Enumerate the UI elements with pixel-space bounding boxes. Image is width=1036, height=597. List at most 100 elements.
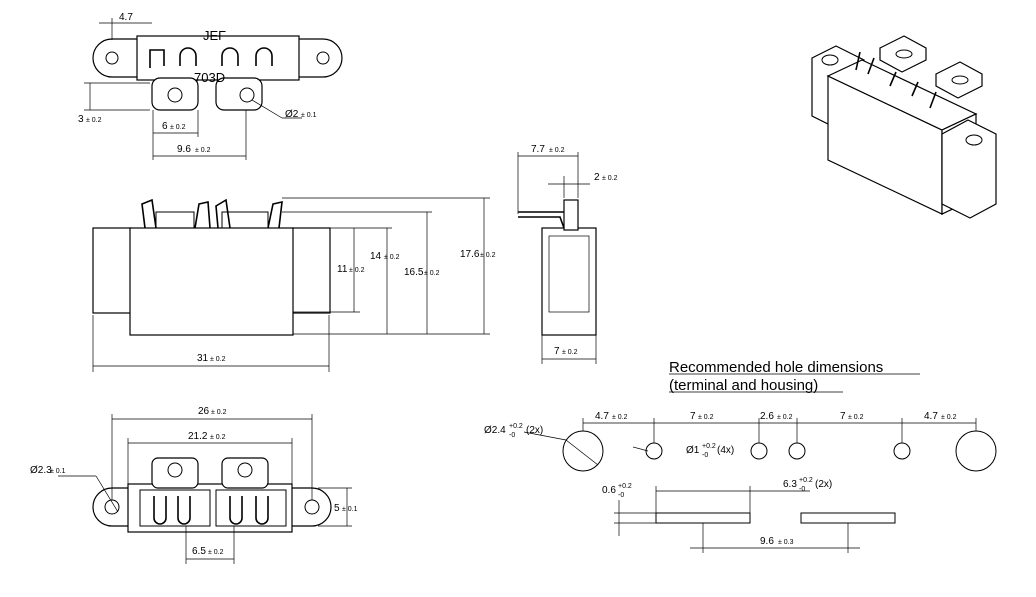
bottom-dim-5: 5 (334, 503, 340, 514)
svg-text:± 0.2: ± 0.2 (612, 414, 628, 421)
svg-text:± 0.2: ± 0.2 (86, 117, 102, 124)
svg-text:± 0.2: ± 0.2 (848, 414, 864, 421)
end-terminal (563, 199, 579, 231)
iso-top-tab-2 (935, 61, 983, 99)
svg-text:± 0.2: ± 0.2 (698, 414, 714, 421)
bottom-right-bracket (221, 457, 269, 489)
svg-text:-0: -0 (702, 452, 708, 459)
svg-text:-0: -0 (509, 432, 515, 439)
isometric-view (811, 35, 997, 219)
svg-text:± 0.2: ± 0.2 (170, 124, 186, 131)
svg-text:± 0.2: ± 0.2 (210, 434, 226, 441)
top-left-mount-hole (105, 51, 119, 65)
top-dim-6: 6 (162, 121, 168, 132)
svg-text:± 0.2: ± 0.2 (562, 349, 578, 356)
top-right-mount-hole (316, 51, 330, 65)
svg-text:± 0.2: ± 0.2 (211, 409, 227, 416)
slot-left (655, 512, 751, 524)
end-cavity (548, 235, 590, 313)
terminal-hole-1 (645, 442, 663, 460)
bottom-right-terminal-hole (237, 462, 253, 478)
terminal-hole-4 (893, 442, 911, 460)
svg-text:± 0.2: ± 0.2 (208, 549, 224, 556)
svg-text:± 0.2: ± 0.2 (384, 254, 400, 261)
svg-text:± 0.1: ± 0.1 (50, 468, 66, 475)
top-hole-diameter: Ø2 (285, 109, 299, 120)
top-dim-3: 3 (78, 114, 84, 125)
end-dim-2: 2 (594, 172, 600, 183)
svg-text:± 0.1: ± 0.1 (301, 112, 317, 119)
end-body (541, 227, 597, 336)
side-dim-14: 14 (370, 251, 382, 262)
svg-text:± 0.1: ± 0.1 (342, 506, 358, 513)
side-body (129, 227, 294, 336)
iso-clips (855, 51, 937, 109)
slot-length: 6.3 (783, 479, 797, 490)
side-right-flange (291, 227, 331, 314)
recommended-title: Recommended hole dimensions (669, 359, 883, 376)
side-dim-16.5: 16.5 (404, 267, 424, 278)
svg-text:+0.2: +0.2 (702, 443, 716, 450)
small-hole-count: (4x) (717, 445, 734, 456)
iso-top-tab-1 (879, 35, 927, 73)
bottom-dim-6.5: 6.5 (192, 546, 206, 557)
side-dim-11: 11 (337, 264, 348, 275)
clip-4 (255, 47, 273, 66)
slot-count: (2x) (815, 479, 832, 490)
big-hole-diameter: Ø2.4 (484, 425, 506, 436)
terminal-hole-2 (750, 442, 768, 460)
svg-text:-0: -0 (799, 486, 805, 493)
svg-text:± 0.3: ± 0.3 (778, 539, 794, 546)
svg-text:± 0.2: ± 0.2 (941, 414, 957, 421)
svg-text:± 0.2: ± 0.2 (549, 147, 565, 154)
big-hole-count: (2x) (526, 425, 543, 436)
side-dim-17.6: 17.6 (460, 249, 480, 260)
recommended-holes: Recommended hole dimensions (terminal an… (484, 359, 997, 553)
side-pin-4 (267, 200, 283, 229)
end-dim-7: 7 (554, 346, 560, 357)
rec-dim-3: 2.6 (760, 411, 774, 422)
bottom-left-bracket (151, 457, 199, 489)
svg-text:± 0.2: ± 0.2 (480, 252, 496, 259)
side-left-flange (92, 227, 132, 314)
side-top-plate-2 (221, 211, 269, 229)
svg-text:± 0.2: ± 0.2 (777, 414, 793, 421)
side-dim-31: 31 (197, 353, 209, 364)
side-pin-3 (215, 198, 231, 229)
rec-dim-2: 7 (690, 411, 696, 422)
small-hole-diameter: Ø1 (686, 445, 700, 456)
svg-text:+0.2: +0.2 (618, 483, 632, 490)
svg-text:± 0.2: ± 0.2 (424, 270, 440, 277)
rec-dim-1: 4.7 (595, 411, 609, 422)
svg-text:-0: -0 (618, 492, 624, 499)
bottom-dim-26: 26 (198, 406, 210, 417)
top-right-terminal-hole (239, 87, 255, 103)
svg-text:± 0.2: ± 0.2 (195, 147, 211, 154)
clip-2 (179, 47, 197, 66)
part-marking: 703D (194, 70, 225, 85)
top-view: JEF 703D 4.7 3 ± 0.2 6 ± 0.2 9.6 ± 0.2 Ø… (78, 12, 343, 160)
top-dim-9.6: 9.6 (177, 144, 191, 155)
top-left-bracket (151, 77, 199, 111)
top-dim-4.7: 4.7 (119, 12, 133, 23)
svg-text:+0.2: +0.2 (509, 423, 523, 430)
rec-dim-4: 7 (840, 411, 846, 422)
end-dim-7.7: 7.7 (531, 144, 545, 155)
side-view: 31 ± 0.2 11 ± 0.2 14 ± 0.2 16.5 ± 0.2 17… (92, 197, 496, 372)
svg-text:± 0.2: ± 0.2 (210, 356, 226, 363)
recommended-subtitle: (terminal and housing) (669, 377, 818, 394)
side-pin-1 (141, 198, 157, 229)
housing-hole-right (955, 430, 997, 472)
brand-marking: JEF (203, 28, 226, 43)
slot-width: 0.6 (602, 485, 616, 496)
rec-dim-5: 4.7 (924, 411, 938, 422)
top-right-bracket (215, 77, 263, 111)
bottom-dim-21.2: 21.2 (188, 431, 208, 442)
clip-1 (149, 49, 165, 68)
housing-hole-left (562, 430, 604, 472)
svg-text:+0.2: +0.2 (799, 477, 813, 484)
bottom-hole-diameter: Ø2.3 (30, 465, 52, 476)
clip-3 (221, 47, 239, 66)
end-terminal-bend (518, 211, 565, 229)
